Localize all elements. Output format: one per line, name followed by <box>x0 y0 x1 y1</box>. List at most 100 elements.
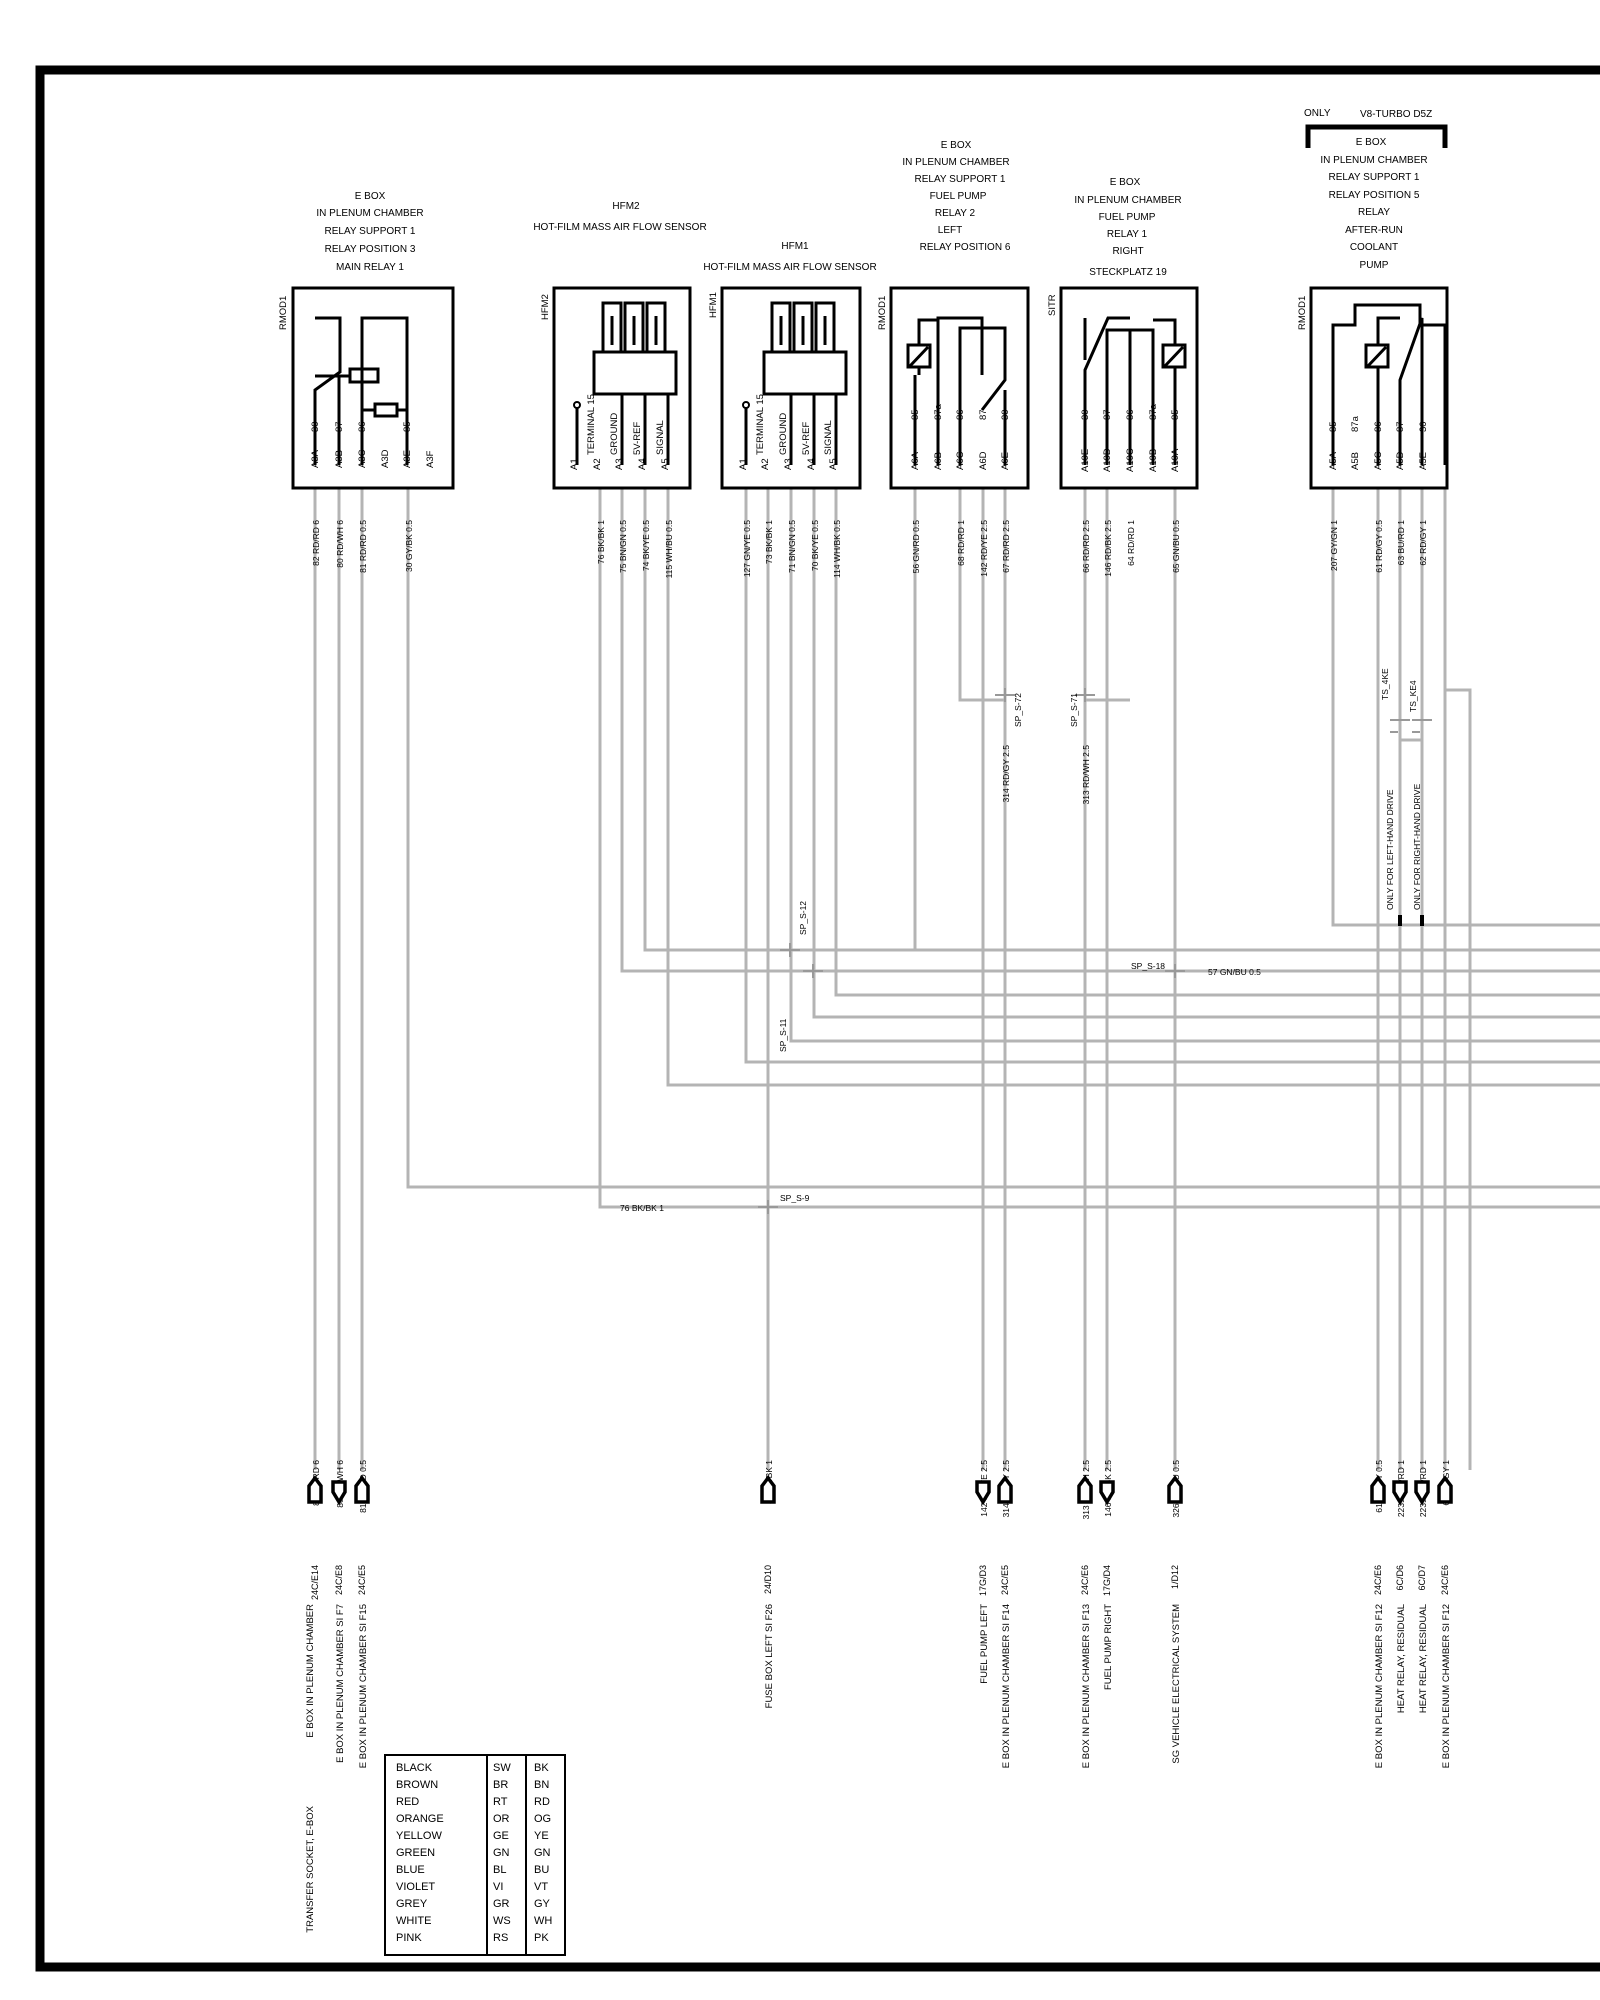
destinations: E BOX IN PLENUM CHAMBER TRANSFER SOCKET,… <box>305 1604 1452 1933</box>
drive-note-right-hand: ONLY FOR RIGHT-HAND DRIVE <box>1412 783 1422 910</box>
destination-label: E BOX IN PLENUM CHAMBER SI F15 <box>358 1604 369 1768</box>
pin-function: GROUND <box>778 413 789 455</box>
legend-color-name: BLUE <box>396 1864 425 1876</box>
wire-label: 70 BK/YE 0.5 <box>810 520 820 571</box>
drive-note-markers <box>1390 719 1432 926</box>
legend-code-de: WS <box>493 1915 511 1927</box>
pin-function: 85 <box>1170 409 1181 420</box>
wire-label: 80 RD/WH 6 <box>335 520 345 568</box>
legend-code-de: RS <box>493 1932 508 1944</box>
drive-note-left-hand: ONLY FOR LEFT-HAND DRIVE <box>1385 789 1395 910</box>
wire-label: 66 RD/RD 2.5 <box>1081 520 1091 573</box>
wire-label: 142 RD/YE 2.5 <box>979 520 989 577</box>
module-4-header-line: RELAY SUPPORT 1 <box>915 174 1006 185</box>
module-1-header-line: RELAY POSITION 3 <box>325 244 416 255</box>
connector-refs: 24C/E14 24C/E8 24C/E5 24/D10 17G/D3 24C/… <box>310 1565 1450 1600</box>
pin-id: A6E <box>1000 452 1011 470</box>
destination-label: E BOX IN PLENUM CHAMBER SI F12 <box>1374 1604 1385 1768</box>
destination-label: FUEL PUMP RIGHT <box>1103 1604 1114 1690</box>
wire-label: 76 BK/BK 1 <box>620 1203 664 1213</box>
pin-id: A19B <box>1148 449 1159 472</box>
wire-label: 63 BU/RD 1 <box>1396 520 1406 566</box>
legend-code-en: WH <box>534 1915 552 1927</box>
destination-label: E BOX IN PLENUM CHAMBER <box>305 1604 316 1738</box>
pin-function: 30 <box>1418 421 1429 432</box>
pin-id: A19D <box>1102 448 1113 472</box>
module-2-header-line: HFM2 <box>612 201 640 212</box>
destination-label: E BOX IN PLENUM CHAMBER SI F12 <box>1441 1604 1452 1768</box>
pin-function: 87 <box>978 409 989 420</box>
pin-id: A3F <box>425 450 436 468</box>
module-pins: A3A A3B A3C A3D A3E A3F 30 87 86 85 A1 A… <box>310 394 1429 472</box>
pin-id: A3 <box>783 458 794 470</box>
pin-id: A6D <box>978 451 989 470</box>
wire-label: 314 RD/GY 2.5 <box>1001 745 1011 803</box>
wire-label: 30 GY/BK 0.5 <box>404 520 414 572</box>
terminal-label: TS_KE4 <box>1408 680 1418 712</box>
pin-function: SIGNAL <box>655 420 666 455</box>
pin-id: A3A <box>310 449 321 468</box>
connector-ref: 24C/E5 <box>357 1565 367 1595</box>
connector-ref: 24C/E6 <box>1080 1565 1090 1595</box>
pin-function: 30 <box>1000 409 1011 420</box>
wire-label: 313 RD/WH 2.5 <box>1081 745 1091 805</box>
pin-id: A5B <box>1350 452 1361 470</box>
module-4-header-line: RELAY 2 <box>935 208 976 219</box>
pin-id: A3E <box>402 450 413 468</box>
pin-id: A3C <box>357 449 368 468</box>
connector-pin-icon <box>307 1475 323 1504</box>
pin-function: SIGNAL <box>823 420 834 455</box>
legend-code-de: BL <box>493 1864 506 1876</box>
pin-function: 86 <box>1125 409 1136 420</box>
pin-function: 87 <box>1395 421 1406 432</box>
pin-id: A2 <box>592 458 603 470</box>
diagram-frame <box>35 65 1600 1972</box>
wire-layer <box>313 488 1600 1470</box>
module-4-header-line: FUEL PUMP <box>930 191 987 202</box>
top-note-left: ONLY <box>1304 108 1331 119</box>
wire-labels-bottom: 82 RD/RD 6 80 RD/WH 6 81 RD/RD 0.5 87 BK… <box>311 1460 1451 1520</box>
pin-function: 30 <box>1080 409 1091 420</box>
pin-id: A1 <box>569 458 580 470</box>
module-5-header-line: RELAY 1 <box>1107 229 1148 240</box>
connector-socket-icon <box>975 1480 991 1506</box>
module-4-header-line: E BOX <box>941 140 972 151</box>
wire-label: 61 RD/GY 0.5 <box>1374 520 1384 573</box>
pin-function: 86 <box>357 421 368 432</box>
pin-id: A1 <box>738 458 749 470</box>
connector-ref: 24/D10 <box>763 1565 773 1594</box>
module-1-header-line: E BOX <box>355 191 386 202</box>
pin-id: A6B <box>933 452 944 470</box>
module-2-header-line: HOT-FILM MASS AIR FLOW SENSOR <box>533 222 706 233</box>
destination-label: FUSE BOX LEFT SI F26 <box>764 1604 775 1708</box>
wire-label: 64 RD/RD 1 <box>1126 520 1136 566</box>
connector-ref: 17G/D3 <box>978 1565 988 1596</box>
wire-label: 56 GN/RD 0.5 <box>911 520 921 574</box>
module-5-header-line: IN PLENUM CHAMBER <box>1074 195 1181 206</box>
legend-color-name: YELLOW <box>396 1830 442 1842</box>
module-1-code: RMOD1 <box>278 296 289 330</box>
wire-label: 146 RD/BK 2.5 <box>1103 520 1113 577</box>
splice-labels: SP_S-72 SP_S-71 SP_S-12 SP_S-11 SP_S-18 … <box>778 693 1165 1203</box>
splice-label: SP_S-11 <box>778 1018 788 1052</box>
connector-ref: 6C/D7 <box>1417 1565 1427 1591</box>
destination-label: HEAT RELAY, RESIDUAL <box>1396 1604 1407 1713</box>
wire-label: 71 BN/GN 0.5 <box>787 520 797 573</box>
legend-code-en: VT <box>534 1881 548 1893</box>
wire-label: 68 RD/RD 1 <box>956 520 966 566</box>
destination-label: HEAT RELAY, RESIDUAL <box>1418 1604 1429 1713</box>
connectors <box>307 1475 1453 1506</box>
wire-label: 76 BK/BK 1 <box>596 520 606 564</box>
legend-color-name: BLACK <box>396 1762 433 1774</box>
module-4-code: RMOD1 <box>877 296 888 330</box>
wire-label: 67 RD/RD 2.5 <box>1001 520 1011 573</box>
splice-label: SP_S-18 <box>1131 961 1165 971</box>
wire-label: 82 RD/RD 6 <box>311 520 321 566</box>
top-note-right: V8-TURBO D5Z <box>1360 109 1432 120</box>
legend-code-de: GE <box>493 1830 509 1842</box>
connector-ref: 24C/E14 <box>310 1565 320 1600</box>
connector-pin-icon <box>354 1475 370 1504</box>
legend-code-en: PK <box>534 1932 549 1944</box>
connector-ref: 6C/D6 <box>1395 1565 1405 1591</box>
wire-label: 114 WH/BK 0.5 <box>832 520 842 578</box>
